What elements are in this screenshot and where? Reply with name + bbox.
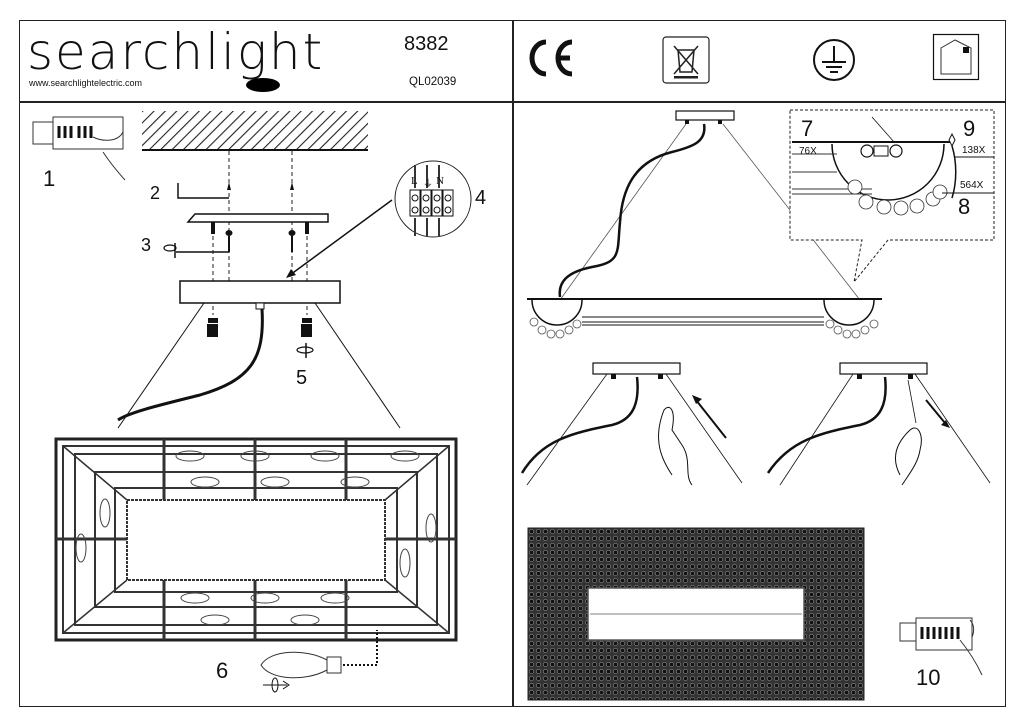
crystal-chandelier-top-view (527, 527, 865, 701)
step-6-number: 6 (216, 658, 229, 683)
terminal-live-label: L (411, 175, 418, 187)
step-3-number: 3 (141, 235, 152, 255)
model-number: 8382 (404, 33, 449, 55)
step-10-number: 10 (916, 665, 941, 690)
website-url: www.searchlightelectric.com (29, 78, 143, 88)
header-divider (19, 101, 1006, 103)
fusebox-switch-on-icon (899, 617, 983, 676)
candle-bulb-icon (260, 630, 378, 693)
chandelier-top-view-frame (54, 437, 458, 642)
crystal-drop-count: 138X (962, 145, 986, 156)
weee-crossed-bin-icon (662, 36, 710, 84)
terminal-neutral-label: N (436, 175, 444, 187)
ceiling-bracket-assembly (117, 151, 472, 429)
step-1-number: 1 (43, 166, 56, 191)
ceiling-hatch (142, 111, 368, 151)
cable-adjust-up-diagram (520, 362, 743, 486)
earth-ground-icon (813, 39, 855, 81)
crystal-ball-count: 564X (960, 180, 984, 191)
crystal-string-count: 76X (799, 146, 817, 157)
fusebox-switch-off-icon (32, 116, 126, 181)
brand-logo-text: searchlight (27, 23, 325, 81)
indoor-use-house-icon (932, 33, 980, 81)
cable-adjust-down-diagram (766, 362, 991, 486)
logo-light-spot-icon (246, 78, 280, 92)
step-2-number: 2 (150, 183, 161, 203)
step-5-number: 5 (296, 367, 308, 389)
step-9-number: 9 (963, 116, 976, 141)
step-8-number: 8 (958, 194, 971, 219)
step-4-number: 4 (475, 187, 487, 209)
product-code: QL02039 (409, 76, 457, 88)
step-7-number: 7 (801, 116, 814, 141)
column-divider (512, 20, 514, 707)
ce-mark-icon (529, 39, 573, 77)
terminal-earth-label: ⏚ (423, 179, 433, 190)
chandelier-side-view (527, 109, 995, 339)
